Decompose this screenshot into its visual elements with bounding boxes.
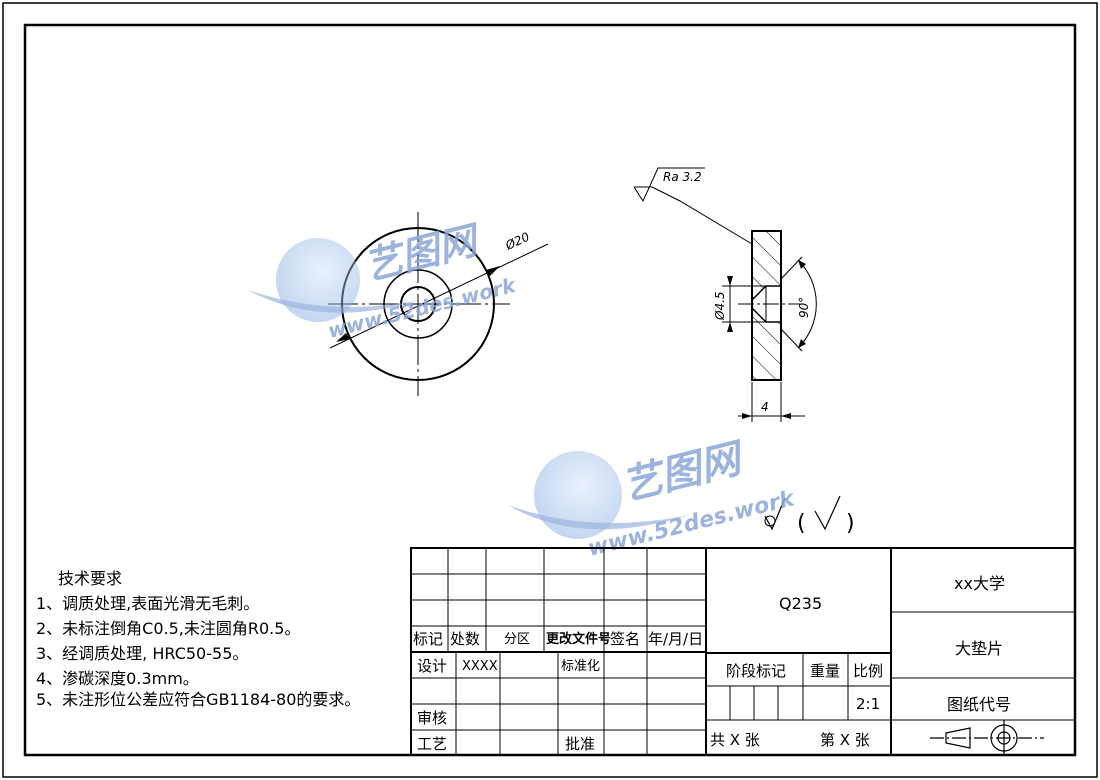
- roughness-rest: ( ): [764, 495, 855, 536]
- designer-value: XXXX: [462, 659, 498, 674]
- school-name: xx大学: [954, 574, 1005, 593]
- tech-requirement-item: 4、渗碳深度0.3mm。: [36, 669, 199, 688]
- drawing-number-label: 图纸代号: [947, 695, 1011, 714]
- total-sheets: 共 X 张: [710, 731, 760, 749]
- roughness-rest-close: ): [846, 511, 855, 536]
- tech-requirement-item: 5、未注形位公差应符合GB1184-80的要求。: [36, 690, 360, 709]
- hole-diameter-label: Ø4.5: [713, 291, 727, 321]
- process-label: 工艺: [417, 735, 447, 753]
- diameter-leader: [329, 243, 549, 349]
- angle-arrow-1: [798, 260, 806, 269]
- hatch-lower: [752, 308, 781, 380]
- watermark-globe-icon: [276, 238, 360, 322]
- hdr-date: 年/月/日: [648, 630, 703, 648]
- angle-arrow-2: [798, 339, 806, 348]
- roughness-leader: [651, 186, 753, 245]
- diameter-arrow-1: [336, 333, 350, 342]
- review-label: 审核: [417, 709, 447, 727]
- hdr-count: 处数: [450, 630, 480, 648]
- thick-arrow-2: [781, 413, 791, 419]
- projection-symbol-icon: [930, 720, 1044, 755]
- approve-label: 批准: [565, 735, 595, 753]
- roughness-rest-symbol: [764, 497, 786, 531]
- tech-requirement-item: 1、调质处理,表面光滑无毛刺。: [36, 594, 259, 613]
- roughness-rest-open: (: [797, 511, 806, 536]
- watermark-globe-icon-2: [534, 451, 622, 539]
- hole-dim-arrow-1: [727, 276, 733, 286]
- section-view: Ø4.5 90° 4 Ra 3.2: [633, 167, 817, 422]
- roughness-symbol: [633, 167, 705, 203]
- watermark-brand-2: 艺图网: [617, 435, 750, 510]
- tech-requirement-item: 3、经调质处理, HRC50-55。: [36, 644, 248, 663]
- part-name: 大垫片: [955, 639, 1003, 658]
- title-block: [410, 547, 1076, 756]
- design-label: 设计: [417, 657, 447, 675]
- scale-value: 2:1: [856, 695, 880, 713]
- material-value: Q235: [779, 594, 822, 613]
- weight-label: 重量: [810, 662, 840, 680]
- standard-label: 标准化: [561, 659, 600, 674]
- roughness-rest-circle: [764, 515, 776, 527]
- roughness-label: Ra 3.2: [663, 170, 702, 184]
- thick-arrow-1: [742, 413, 752, 419]
- hatch-upper: [752, 231, 781, 300]
- angle-arc: [797, 259, 817, 349]
- watermark-swoosh: [248, 290, 420, 313]
- sheet-number: 第 X 张: [820, 731, 870, 749]
- stage-label: 阶段标记: [726, 662, 786, 680]
- tech-requirements: 技术要求 1、调质处理,表面光滑无毛刺。 2、未标注倒角C0.5,未注圆角R0.…: [36, 569, 360, 709]
- diameter-outer-label: Ø20: [502, 229, 532, 253]
- watermark-swoosh-2: [508, 505, 690, 530]
- title-block-text: 标记 处数 分区 更改文件号 签名 年/月/日 设计 XXXX 标准化 审核 工…: [413, 574, 1011, 753]
- angle-label: 90°: [797, 297, 811, 318]
- tech-requirement-item: 2、未标注倒角C0.5,未注圆角R0.5。: [36, 619, 300, 638]
- hdr-zone: 分区: [504, 632, 530, 647]
- scale-label: 比例: [853, 662, 883, 680]
- hdr-doc: 更改文件号: [546, 631, 611, 647]
- tech-requirements-title: 技术要求: [58, 569, 122, 588]
- hdr-mark: 标记: [413, 630, 443, 648]
- roughness-rest-check: [814, 495, 841, 531]
- thickness-label: 4: [761, 400, 769, 414]
- hole-dim-arrow-2: [727, 322, 733, 332]
- hdr-sign: 签名: [610, 630, 640, 648]
- watermark-2: 艺图网 www.52des.work: [508, 435, 798, 562]
- diameter-arrow-2: [486, 266, 500, 276]
- section-outline: [751, 230, 782, 381]
